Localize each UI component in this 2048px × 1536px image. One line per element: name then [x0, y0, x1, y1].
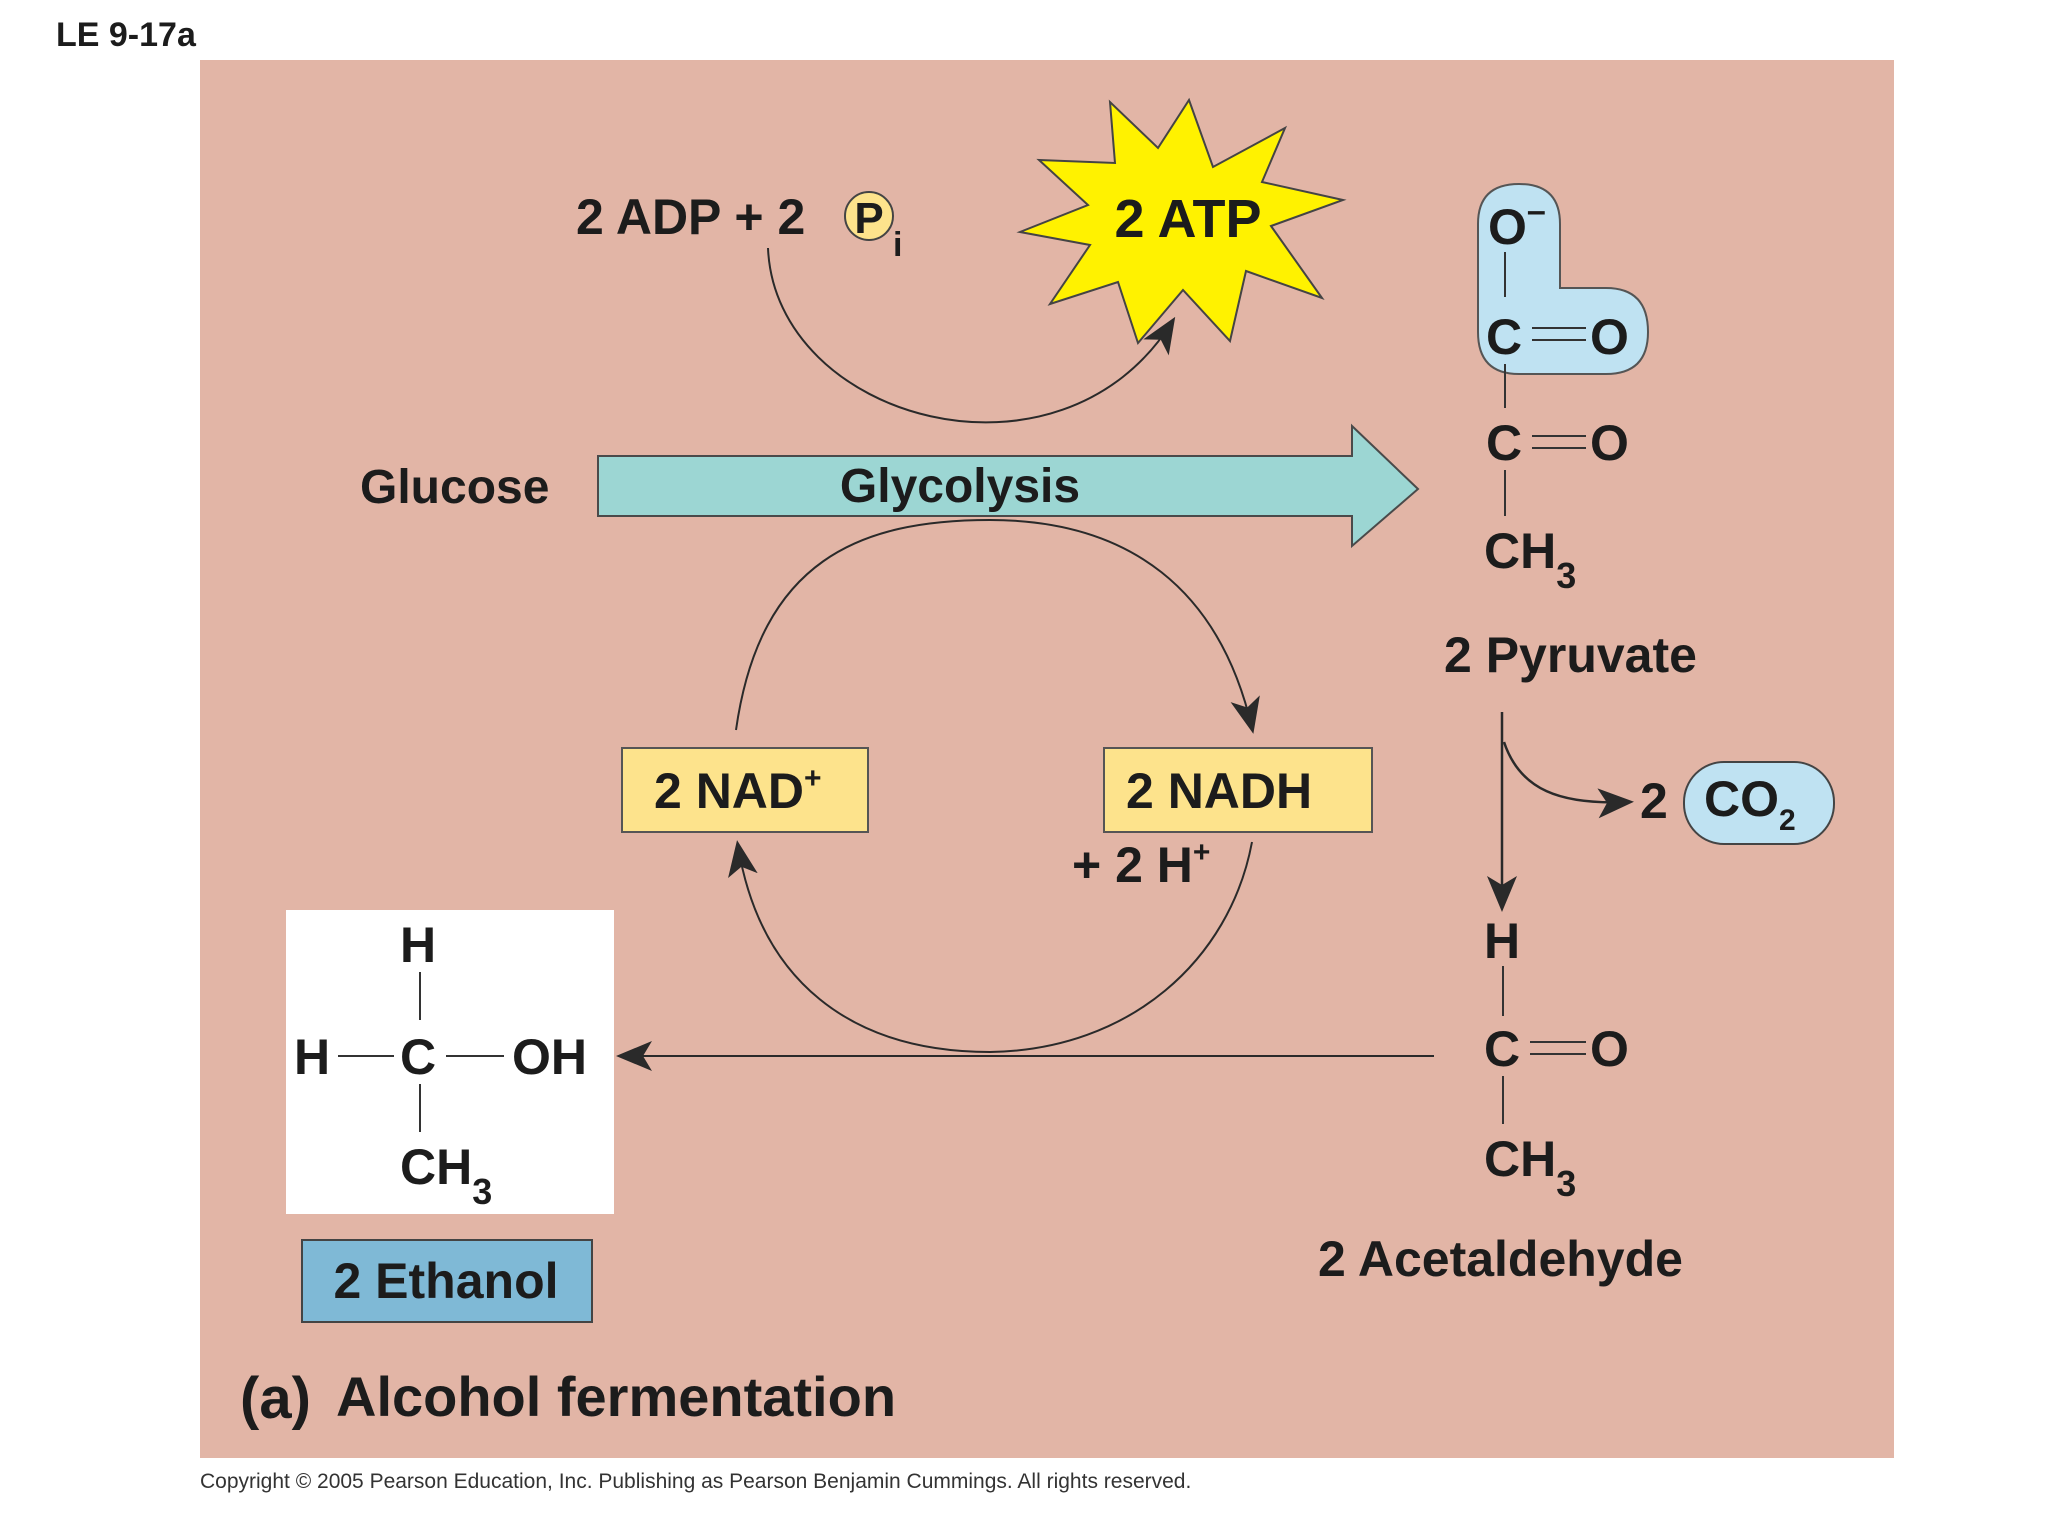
pyruvate-label: 2 Pyruvate	[1444, 627, 1697, 683]
caption-letter: (a)	[240, 1366, 311, 1431]
atp-label: 2 ATP	[1114, 189, 1261, 249]
caption-title: Alcohol fermentation	[336, 1365, 896, 1428]
nadh-label: 2 NADH	[1126, 763, 1312, 819]
pyruvate-o2: O	[1590, 415, 1629, 471]
figure-label: LE 9-17a	[56, 16, 197, 54]
ethanol-structure: H H C OH CH3	[294, 917, 587, 1212]
atp-burst	[1016, 97, 1347, 346]
co2-release-arrow	[1502, 741, 1634, 819]
copyright-notice: Copyright © 2005 Pearson Education, Inc.…	[200, 1470, 1191, 1493]
nadh-box	[1103, 747, 1373, 833]
ethanol-structure-box	[286, 910, 614, 1214]
acetaldehyde-o: O	[1590, 1021, 1629, 1077]
pyruvate-ch3: CH3	[1484, 523, 1576, 596]
glucose-label: Glucose	[360, 461, 549, 514]
acetaldehyde-h: H	[1484, 913, 1520, 969]
acetaldehyde-ch3: CH3	[1484, 1131, 1576, 1204]
nadh-to-nad-arc	[728, 840, 1253, 1054]
pyruvate-o-minus: O–	[1488, 192, 1546, 255]
pyruvate-o1: O	[1590, 309, 1629, 365]
ethanol-oh: OH	[512, 1029, 587, 1085]
adp-to-atp-arrow	[767, 247, 1176, 424]
carboxyl-highlight	[1477, 182, 1650, 375]
glycolysis-label: Glycolysis	[840, 460, 1080, 513]
nad-label: 2 NAD+	[654, 762, 822, 819]
adp-pi-reactants: 2 ADP + 2 P i	[576, 189, 902, 264]
co2-label: CO2	[1704, 771, 1796, 837]
glycolysis-arrow	[597, 423, 1420, 549]
ethanol-ch3: CH3	[400, 1139, 492, 1212]
co2-coefficient: 2	[1640, 773, 1668, 829]
pyruvate-structure: O– C O C O CH3	[1477, 182, 1650, 596]
pyruvate-c2: C	[1486, 415, 1522, 471]
phosphate-p: P	[854, 194, 883, 243]
phosphate-subscript: i	[893, 226, 902, 264]
co2-box	[1683, 761, 1835, 845]
h-plus-label: + 2 H+	[1072, 836, 1210, 893]
ethanol-h-left: H	[294, 1029, 330, 1085]
acetaldehyde-label: 2 Acetaldehyde	[1318, 1231, 1683, 1287]
nad-box	[621, 747, 869, 833]
phosphate-circle	[844, 191, 894, 241]
ethanol-c: C	[400, 1029, 436, 1085]
acetaldehyde-c: C	[1484, 1021, 1520, 1077]
adp-label: 2 ADP + 2	[576, 189, 805, 245]
nad-to-nadh-arc	[735, 518, 1260, 734]
pyruvate-c1: C	[1486, 309, 1522, 365]
ethanol-label-box	[301, 1239, 593, 1323]
ethanol-label: 2 Ethanol	[333, 1253, 558, 1309]
acetaldehyde-structure: H C O CH3	[1484, 913, 1629, 1204]
ethanol-h-top: H	[400, 917, 436, 973]
